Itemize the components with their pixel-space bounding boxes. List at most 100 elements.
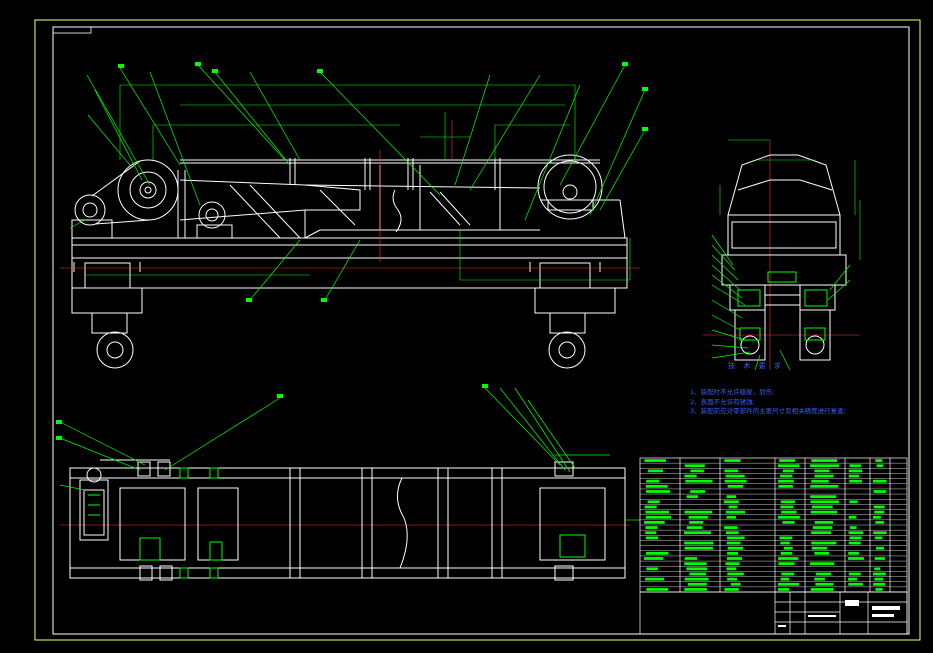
parts-list-text-mark	[684, 588, 708, 591]
parts-list-text-mark	[849, 464, 861, 468]
parts-list-text-marks	[644, 459, 887, 591]
parts-list-text-mark	[811, 546, 828, 550]
parts-list-text-mark	[873, 505, 885, 509]
parts-list-text-mark	[780, 577, 790, 581]
parts-list-text-mark	[728, 505, 738, 509]
top-view-leader-tags	[56, 384, 488, 440]
parts-list-text-mark	[644, 459, 666, 462]
parts-list-text-mark	[686, 567, 708, 571]
parts-list-text-mark	[848, 572, 861, 576]
parts-list-text-mark	[780, 474, 793, 478]
front-view	[71, 154, 628, 369]
parts-list-text-mark	[684, 531, 712, 535]
parts-list-text-mark	[726, 567, 737, 571]
parts-list-text-mark	[727, 546, 744, 550]
parts-list-text-mark	[783, 546, 793, 550]
parts-list-text-mark	[684, 464, 705, 468]
parts-list-text-mark	[726, 515, 736, 519]
parts-list-text-mark	[875, 588, 883, 591]
parts-list-text-mark	[644, 521, 665, 524]
parts-list-text-mark	[849, 500, 858, 504]
parts-list-text-mark	[782, 521, 795, 524]
parts-list-text-mark	[848, 577, 858, 581]
parts-list-text-mark	[727, 536, 745, 540]
front-view-dimensions	[85, 84, 631, 281]
parts-list-text-mark	[725, 510, 746, 514]
parts-list-text-mark	[873, 572, 886, 576]
parts-list-text-mark	[848, 557, 864, 560]
parts-list-text-mark	[811, 531, 832, 535]
top-view-details	[88, 467, 586, 579]
parts-list-text-mark	[648, 469, 664, 473]
tech-requirements: 1、装配时不允许磕碰，划伤; 2、表面不允许有锈蚀; 3、装配前应对零部件的主要…	[690, 388, 846, 417]
parts-list-text-mark	[689, 572, 707, 576]
parts-list-text-mark	[780, 541, 790, 545]
parts-list-text-mark	[645, 577, 664, 581]
parts-list-text-mark	[645, 526, 658, 529]
parts-list-text-mark	[810, 510, 838, 514]
tech-requirement-1: 1、装配时不允许磕碰，划伤;	[690, 388, 775, 396]
title-block	[639, 591, 908, 635]
parts-list-text-mark	[724, 588, 739, 591]
parts-list-text-mark	[645, 515, 672, 519]
parts-list-text-mark	[727, 577, 738, 581]
parts-list-text-mark	[812, 526, 833, 529]
parts-list-rows	[640, 462, 907, 588]
parts-list-text-mark	[726, 557, 743, 560]
parts-list-text-mark	[875, 521, 885, 524]
parts-list-text-mark	[848, 551, 859, 555]
parts-list-text-mark	[811, 541, 837, 545]
parts-list-text-mark	[873, 479, 887, 483]
corner-tag	[52, 26, 92, 34]
parts-list-text-mark	[848, 531, 864, 535]
parts-list-text-mark	[873, 515, 881, 519]
parts-list-text-mark	[873, 531, 887, 535]
parts-list-text-mark	[689, 521, 704, 524]
parts-list-text-mark	[848, 582, 863, 586]
front-view-leader-tags	[118, 62, 648, 302]
parts-list-text-mark	[874, 567, 881, 571]
parts-list-text-mark	[690, 469, 704, 473]
parts-list-text-mark	[645, 484, 668, 488]
parts-list-text-mark	[684, 541, 714, 545]
parts-list-text-mark	[874, 557, 885, 560]
parts-list-text-mark	[848, 469, 863, 473]
parts-list-text-mark	[724, 479, 747, 483]
tech-requirement-3: 3、装配前应对零部件的主要尺寸及相关精度进行复查;	[690, 407, 846, 415]
parts-list-text-mark	[647, 500, 660, 504]
parts-list-text-mark	[645, 510, 670, 514]
parts-list-text-mark	[724, 469, 739, 473]
parts-list-text-mark	[725, 474, 745, 478]
tech-requirements-title: 技 术 要 求	[728, 362, 784, 370]
parts-list-text-mark	[780, 500, 796, 504]
parts-list-text-mark	[724, 459, 741, 462]
parts-list-text-mark	[730, 582, 741, 586]
outer-border	[34, 19, 921, 641]
parts-list-text-mark	[687, 582, 707, 586]
parts-list-text-mark	[686, 495, 699, 499]
parts-list-text-mark	[810, 464, 840, 468]
parts-list-text-mark	[815, 572, 832, 576]
parts-list-text-mark	[684, 577, 709, 581]
front-view-leaders	[69, 64, 646, 301]
title-block-text-marks	[778, 600, 900, 627]
parts-list-text-mark	[686, 526, 703, 529]
parts-list-text-mark	[782, 469, 794, 473]
centerlines	[60, 120, 860, 526]
side-view-hatching	[737, 271, 828, 341]
parts-list-text-mark	[848, 474, 859, 478]
parts-list-text-mark	[811, 505, 833, 509]
inner-border	[52, 26, 910, 635]
parts-list-text-mark	[646, 551, 669, 555]
parts-list-text-mark	[814, 551, 830, 555]
tech-requirement-2: 2、表面不允许有锈蚀;	[690, 397, 755, 406]
parts-list-text-mark	[810, 495, 837, 499]
parts-list-text-mark	[876, 464, 884, 468]
parts-list-text-mark	[873, 582, 886, 586]
parts-list-text-mark	[811, 479, 829, 483]
parts-list-text-mark	[781, 572, 795, 576]
parts-list-text-mark	[644, 505, 657, 509]
parts-list-text-mark	[815, 582, 834, 586]
parts-list-text-mark	[727, 572, 744, 576]
